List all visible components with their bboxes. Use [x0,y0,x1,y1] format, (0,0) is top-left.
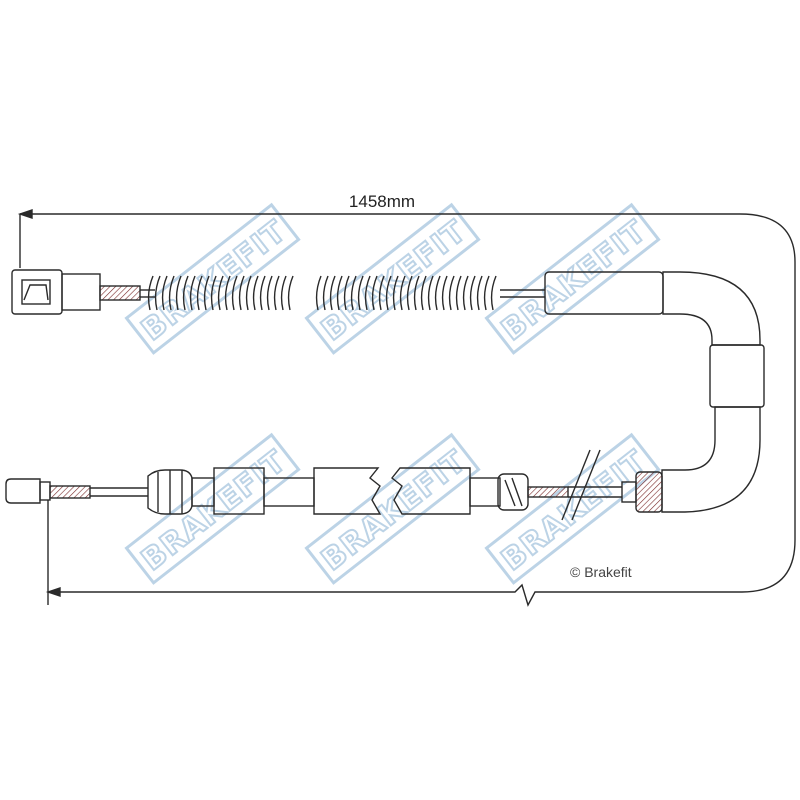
svg-text:BRAKEFIT: BRAKEFIT [315,444,473,578]
brakefit-watermark: BRAKEFIT [484,432,661,585]
bottom-inner-cable [527,449,663,521]
bottom-end-fitting [5,469,193,515]
svg-text:BRAKEFIT: BRAKEFIT [495,214,653,348]
svg-text:BRAKEFIT: BRAKEFIT [315,214,473,348]
brakefit-watermark: BRAKEFIT [124,432,301,585]
top-left-connector [11,269,141,315]
length-dimension-label: 1458mm [349,192,415,211]
brakefit-watermark: BRAKEFIT [484,202,661,355]
spring-coils [315,275,497,311]
spring-coils [147,275,294,311]
copyright-label: © Brakefit [570,564,632,580]
brakefit-watermark: BRAKEFIT [304,432,481,585]
return-spring-left [147,275,294,311]
svg-text:BRAKEFIT: BRAKEFIT [495,444,653,578]
top-outer-sheath [544,271,765,513]
return-spring-right [315,275,497,311]
dimension-line [17,209,796,607]
